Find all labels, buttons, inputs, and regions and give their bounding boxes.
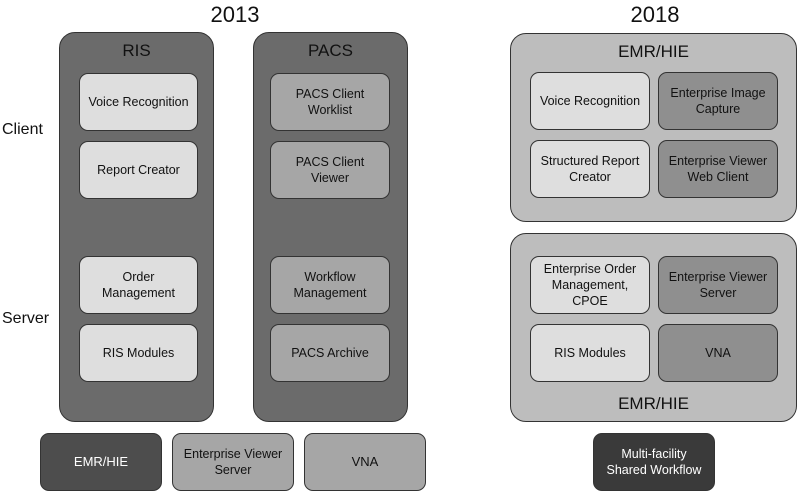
enterprise-viewer-server-2013-box: Enterprise Viewer Server (172, 433, 294, 491)
vna-2018-box: VNA (658, 324, 778, 382)
ris-report-creator: Report Creator (79, 141, 198, 199)
ris-modules: RIS Modules (79, 324, 198, 382)
enterprise-image-capture: Enterprise Image Capture (658, 72, 778, 130)
pacs-archive: PACS Archive (270, 324, 390, 382)
ris-voice-recognition: Voice Recognition (79, 73, 198, 131)
enterprise-viewer-server-2018: Enterprise Viewer Server (658, 256, 778, 314)
emr-hie-server-title: EMR/HIE (618, 394, 689, 413)
pacs-client-viewer: PACS Client Viewer (270, 141, 390, 199)
ris-title: RIS (122, 41, 151, 60)
emr-hie-client-panel: EMR/HIE Voice Recognition Enterprise Ima… (510, 33, 797, 222)
structured-report-creator: Structured Report Creator (530, 140, 650, 198)
enterprise-order-management-cpoe: Enterprise Order Management, CPOE (530, 256, 650, 314)
ris-panel: RIS Voice Recognition Report Creator Ord… (59, 32, 214, 422)
multi-facility-shared-workflow: Multi-facility Shared Workflow (593, 433, 715, 491)
enterprise-viewer-web-client: Enterprise Viewer Web Client (658, 140, 778, 198)
emr-hie-server-panel: Enterprise Order Management, CPOE Enterp… (510, 233, 797, 422)
ris-order-management: Order Management (79, 256, 198, 314)
emr-hie-2013-box: EMR/HIE (40, 433, 162, 491)
year-2013-heading: 2013 (210, 2, 260, 27)
emr-ris-modules: RIS Modules (530, 324, 650, 382)
client-tier-label: Client (2, 121, 43, 138)
server-tier-label: Server (2, 310, 50, 327)
pacs-workflow-management: Workflow Management (270, 256, 390, 314)
year-2018-heading: 2018 (630, 2, 680, 27)
emr-voice-recognition: Voice Recognition (530, 72, 650, 130)
pacs-client-worklist: PACS Client Worklist (270, 73, 390, 131)
vna-2013-box: VNA (304, 433, 426, 491)
pacs-panel: PACS PACS Client Worklist PACS Client Vi… (253, 32, 408, 422)
pacs-title: PACS (307, 41, 354, 60)
emr-hie-client-title: EMR/HIE (618, 42, 689, 61)
